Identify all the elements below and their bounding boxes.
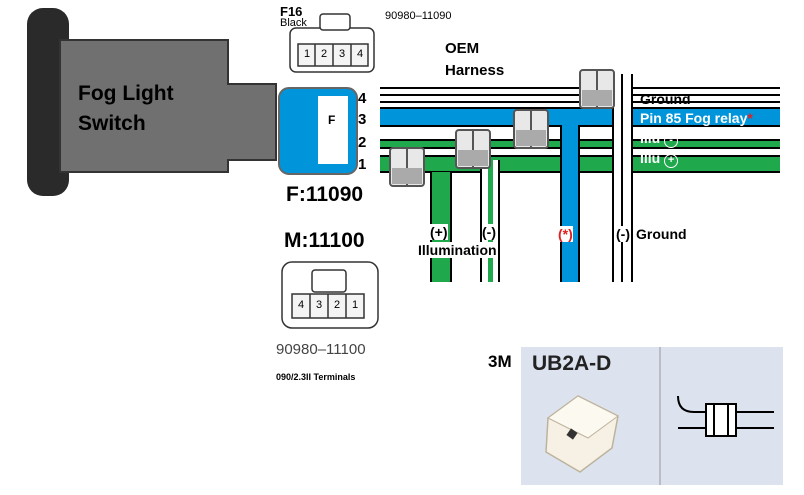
- splice-symbol: [677, 395, 774, 437]
- drop-label-plus: (+): [430, 224, 448, 240]
- face-pin-2: 2: [358, 134, 367, 151]
- drop-label-ground-minus: (-): [616, 226, 630, 242]
- switch-label-line1: Fog Light: [78, 82, 174, 105]
- splice-connector-1: [389, 147, 425, 187]
- f16-part-number: 90980–11090: [385, 10, 452, 22]
- terminals-label: 090/2.3II Terminals: [276, 372, 356, 382]
- f16-color: Black: [280, 17, 307, 29]
- drop-label-star: (*): [558, 226, 573, 242]
- switch-rocker: [27, 8, 69, 196]
- product-model: UB2A-D: [532, 352, 612, 375]
- switch-label-line2: Switch: [78, 112, 146, 135]
- f16-title: F16: [280, 4, 303, 19]
- connector-face-label: F: [328, 113, 336, 127]
- splice-connector-3: [513, 109, 549, 149]
- switch-body: [59, 39, 277, 173]
- face-pin-3: 3: [358, 111, 367, 128]
- connector-face-key: [318, 96, 348, 164]
- wire-label-pin85: Pin 85 Fog relay*: [640, 110, 753, 126]
- f16-pin-4: 4: [356, 48, 364, 60]
- f16-pin-3: 3: [338, 48, 346, 60]
- product-brand: 3M: [488, 352, 512, 371]
- m-pin-4: 4: [297, 299, 305, 311]
- f16-connector: [289, 13, 375, 73]
- m-pin-1: 1: [351, 299, 359, 311]
- splice-connector-2: [455, 129, 491, 169]
- f16-pin-2: 2: [320, 48, 328, 60]
- drop-label-illumination: Illumination: [418, 242, 497, 258]
- m-pin-3: 3: [315, 299, 323, 311]
- wire-label-illu-neg: Illu -: [640, 130, 679, 148]
- oem-label-line1: OEM: [445, 40, 480, 57]
- drop-label-minus: (-): [482, 224, 496, 240]
- wire-label-illu-pos: Illu +: [640, 150, 679, 168]
- m-part-number: 90980–11100: [276, 341, 366, 358]
- m-pin-2: 2: [333, 299, 341, 311]
- m11100-connector: [281, 261, 379, 329]
- face-pin-4: 4: [358, 90, 367, 107]
- connector-f-code: F:11090: [286, 183, 364, 206]
- face-pin-1: 1: [358, 156, 367, 173]
- ub2a-connector-photo: [545, 395, 619, 473]
- connector-m-code: M:11100: [284, 229, 365, 252]
- f16-pin-1: 1: [303, 48, 311, 60]
- drop-label-ground: Ground: [636, 226, 687, 242]
- splice-connector-4: [579, 69, 615, 109]
- wire-label-ground: Ground: [640, 91, 691, 107]
- oem-label-line2: Harness: [445, 62, 505, 79]
